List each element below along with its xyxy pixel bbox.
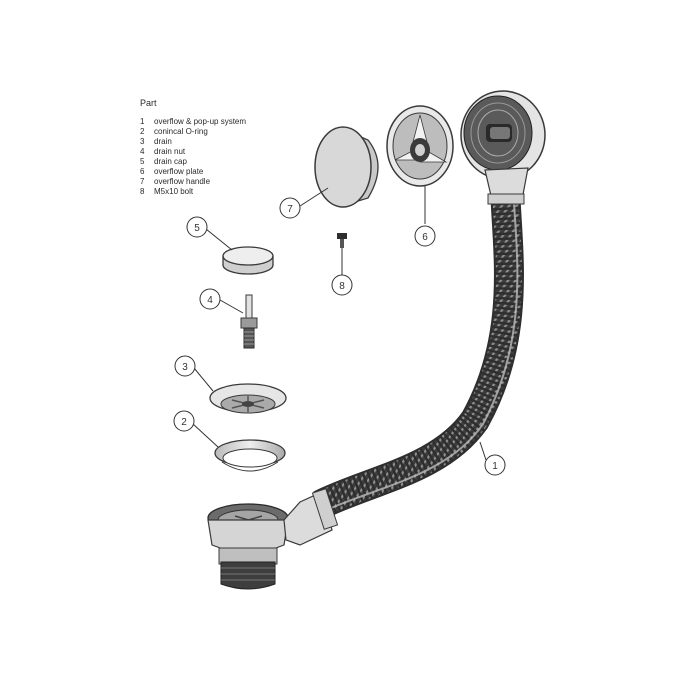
overflow-housing [460,90,546,205]
leader-lines [192,186,487,461]
svg-text:5: 5 [194,223,200,234]
callout-5: 5 [186,216,208,238]
svg-text:1: 1 [492,461,498,472]
svg-text:6: 6 [422,232,428,243]
callout-3: 3 [174,355,196,377]
overflow-plate [386,105,454,187]
callout-6: 6 [414,225,436,247]
conical-o-ring [214,439,286,472]
svg-text:8: 8 [339,281,345,292]
svg-text:2: 2 [181,417,187,428]
svg-text:7: 7 [287,204,293,215]
overflow-handle [314,126,379,208]
drain-strainer [209,383,287,414]
callout-1: 1 [484,454,506,476]
svg-text:4: 4 [207,295,213,306]
corrugated-hose [313,179,524,519]
drain-body [207,488,339,590]
m5x10-bolt [337,233,347,248]
callout-8: 8 [331,274,353,296]
callout-4: 4 [199,288,221,310]
drain-cap [222,246,274,275]
drain-nut [240,294,258,349]
legend-title: Part [140,98,157,108]
callout-2: 2 [173,410,195,432]
svg-text:3: 3 [182,362,188,373]
callout-7: 7 [279,197,301,219]
